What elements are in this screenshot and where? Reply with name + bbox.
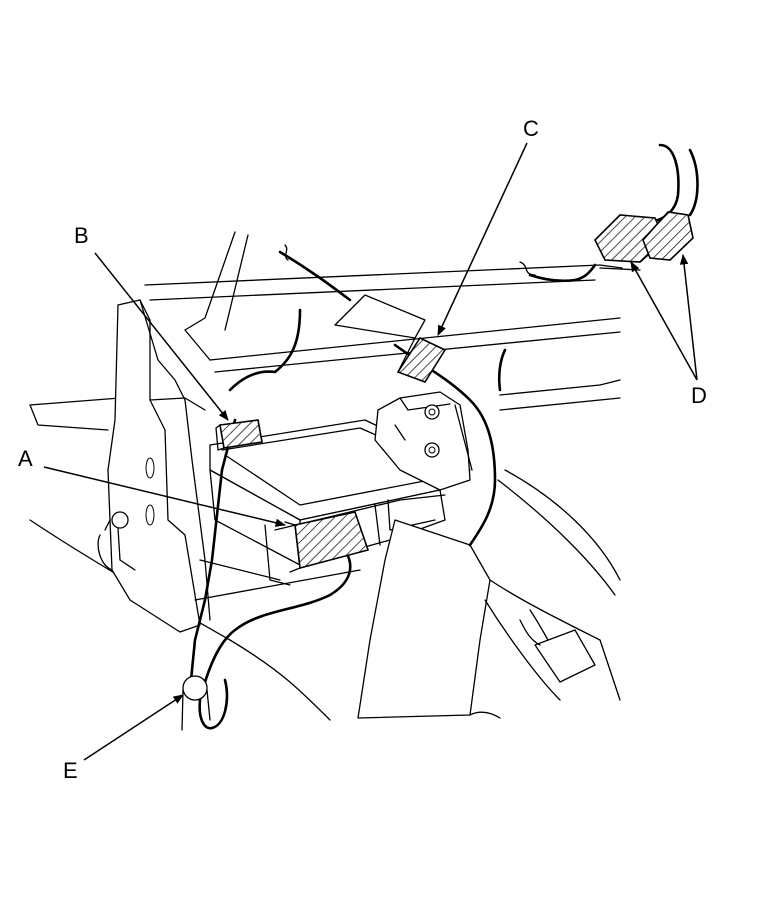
- dashboard-frame: [144, 231, 641, 373]
- floor-outline: [29, 379, 621, 721]
- connector-d-2: [642, 211, 694, 261]
- mounting-bracket-right: [374, 391, 473, 491]
- mounting-bracket-left: [97, 299, 211, 633]
- connector-c: [396, 336, 447, 383]
- callout-label-a: A: [18, 446, 33, 471]
- callout-label-c: C: [523, 116, 539, 141]
- callout-label-d: D: [691, 383, 707, 408]
- callout-label-e: E: [63, 758, 78, 783]
- callout-label-b: B: [74, 223, 89, 248]
- connector-b: [219, 419, 263, 449]
- connector-c-housing: [334, 294, 426, 339]
- lower-connector: [519, 609, 596, 683]
- clip-e: [182, 675, 208, 701]
- callout-leaders: [43, 142, 698, 761]
- wire-harness: [188, 143, 699, 730]
- carpet-cover: [357, 519, 621, 719]
